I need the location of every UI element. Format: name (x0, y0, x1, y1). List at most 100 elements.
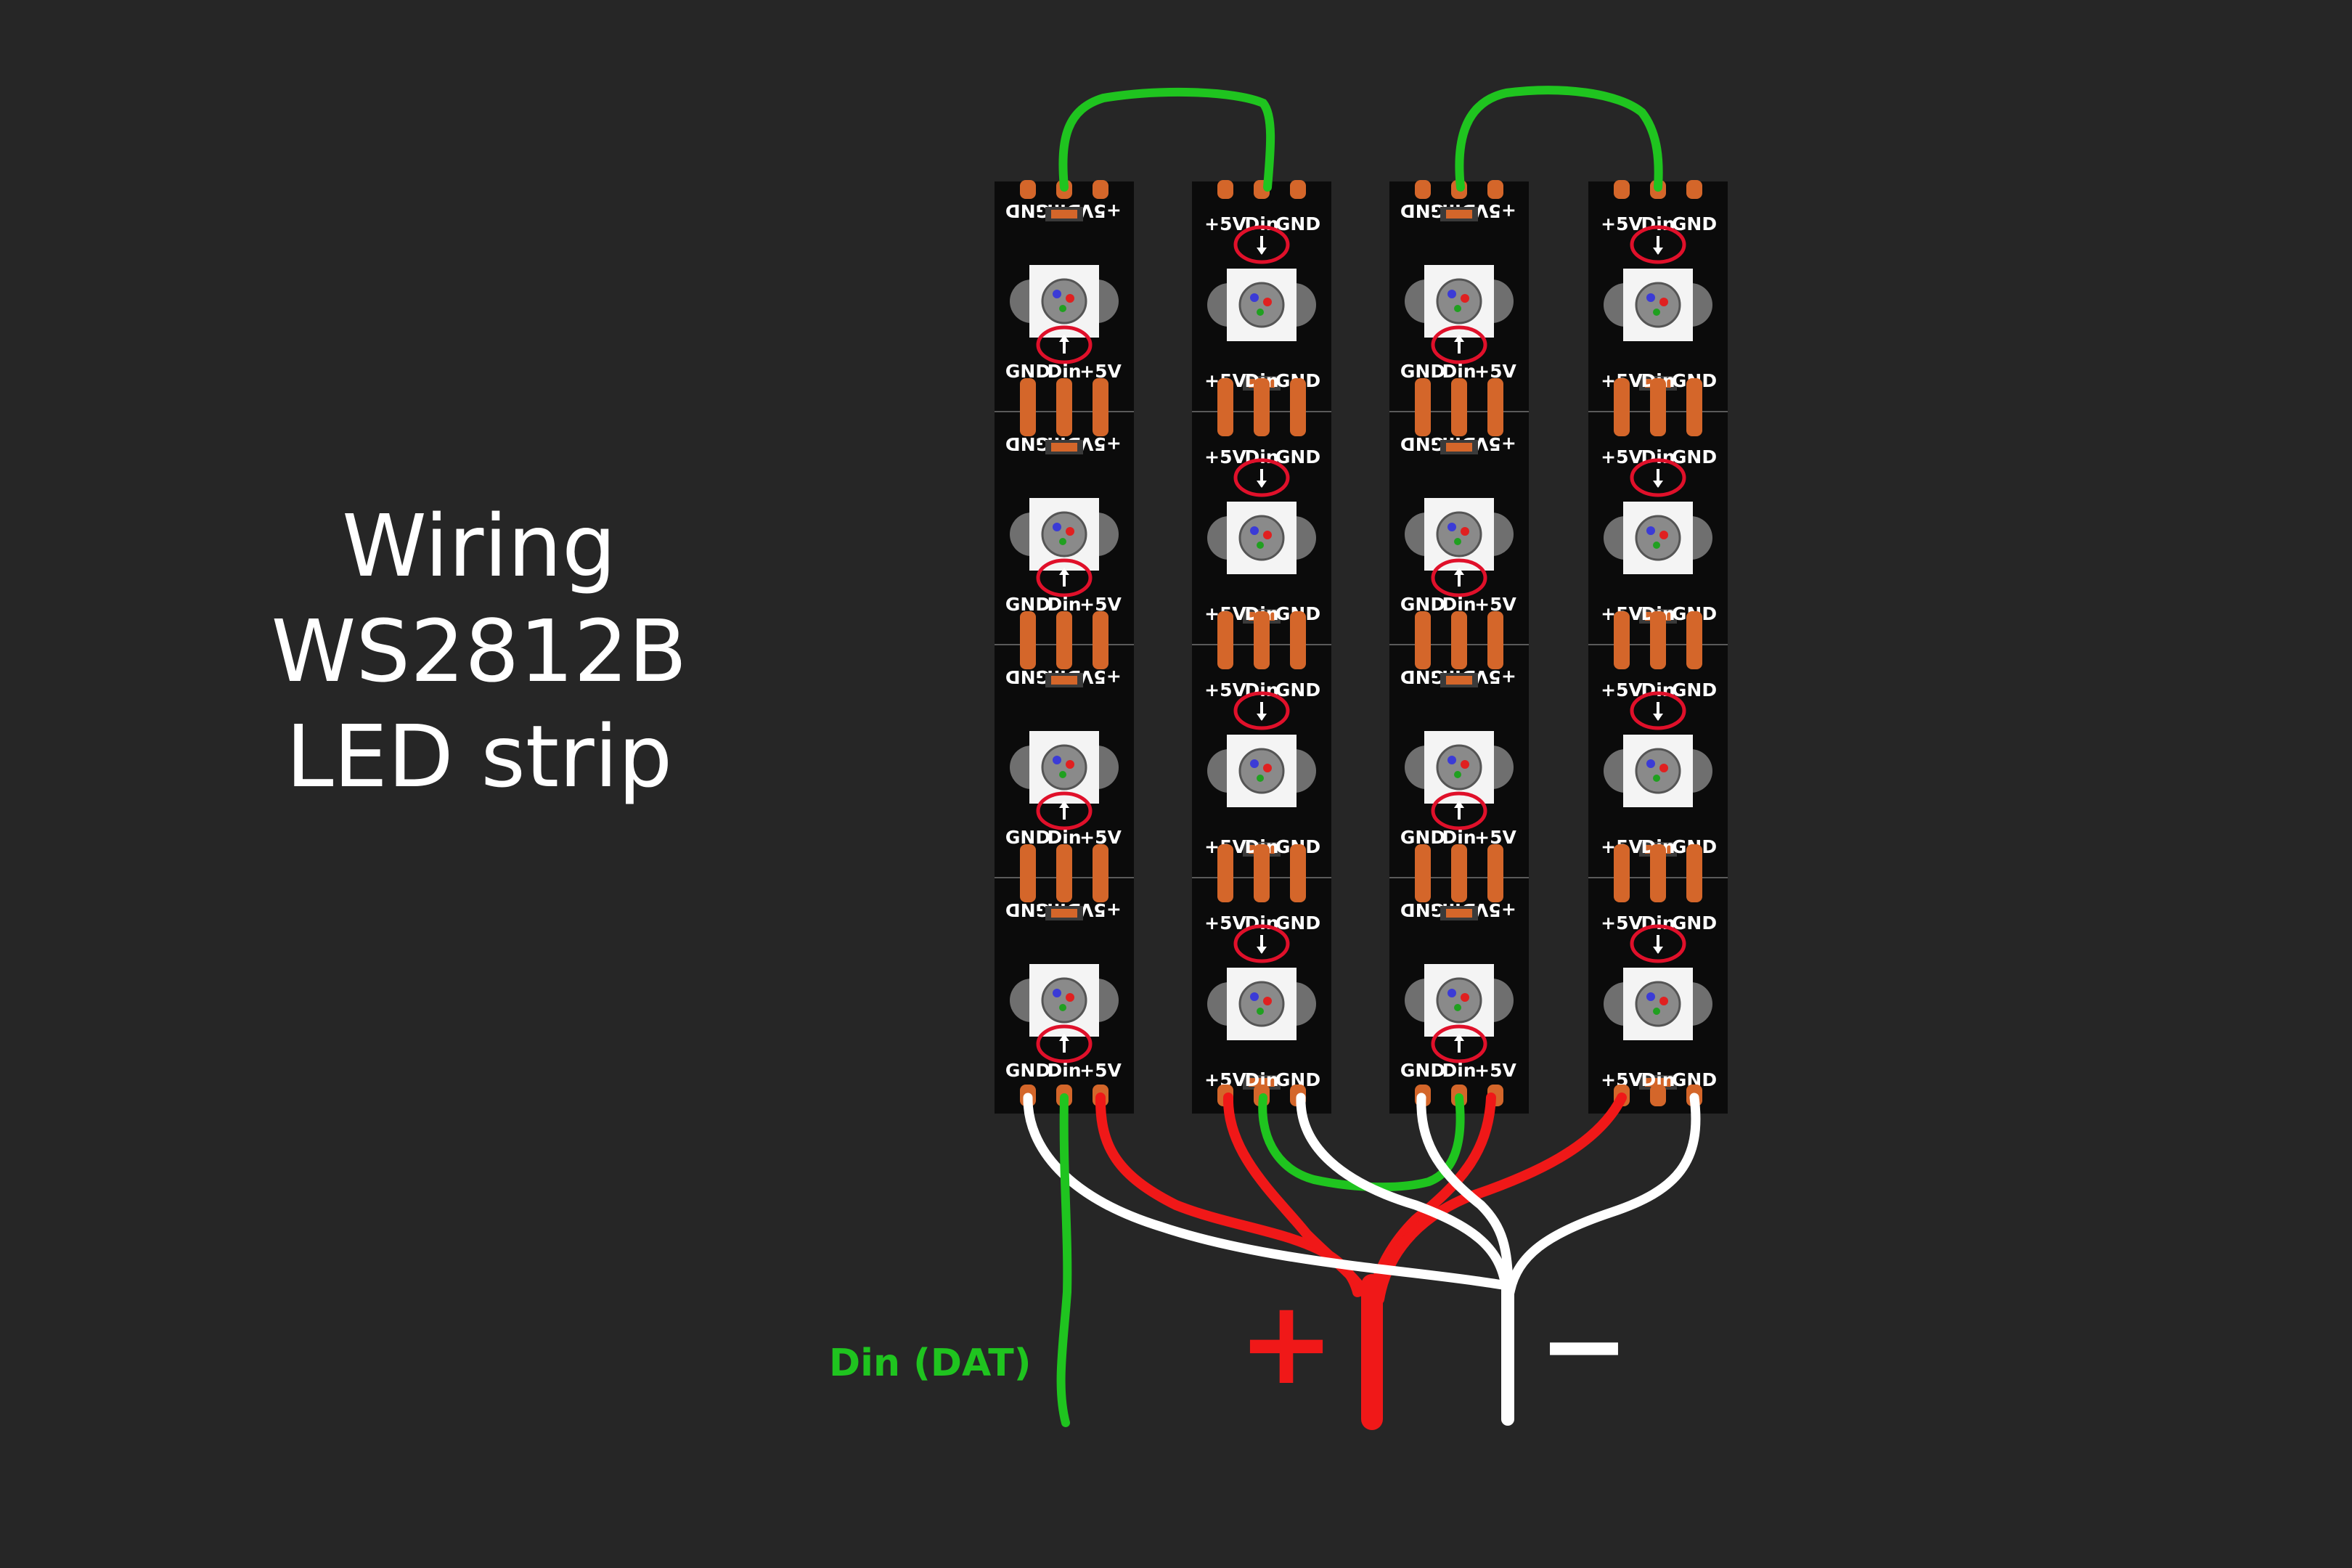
strip-4: +5VDinGND+5VDinGND+5VDinGND+5VDinGND+5VD… (1588, 180, 1728, 1114)
pin-label-gnd: GND (1275, 679, 1320, 701)
direction-marker (1630, 924, 1686, 963)
led-die-green (1653, 309, 1660, 316)
led-die-red (1066, 527, 1074, 536)
direction-arrowhead (1454, 335, 1464, 342)
led-die-red (1066, 294, 1074, 303)
resistor (1051, 443, 1077, 452)
top-pad-1 (1415, 180, 1431, 199)
led-die (1238, 748, 1285, 794)
led-die (1436, 278, 1482, 324)
led-die-green (1059, 538, 1066, 545)
pin-label-vcc: +5V (1204, 679, 1246, 701)
led-die-green (1454, 305, 1461, 312)
direction-arrowhead (1454, 568, 1464, 575)
cut-pad-2 (1056, 844, 1072, 902)
led-die-red (1659, 764, 1668, 772)
led-die (1635, 748, 1681, 794)
direction-marker (1431, 325, 1487, 364)
resistor (1446, 676, 1472, 685)
direction-arrowhead (1059, 568, 1069, 575)
direction-marker (1431, 558, 1487, 597)
pin-label-gnd: GND (1400, 899, 1445, 920)
led-die-green (1653, 775, 1660, 782)
led-die-green (1059, 305, 1066, 312)
led-die-green (1653, 542, 1660, 549)
led-die-green (1454, 538, 1461, 545)
cut-pad-3 (1093, 844, 1108, 902)
led-die-red (1659, 298, 1668, 306)
jumper-wire-3-4 (1455, 86, 1663, 192)
pin-label-din: Din (1047, 1060, 1081, 1081)
cut-pad-2 (1056, 611, 1072, 669)
cut-pad-1 (1415, 611, 1431, 669)
jumper-wire-1-2 (1058, 87, 1275, 192)
negative-label: − (1538, 1283, 1630, 1409)
led-die-red (1461, 294, 1469, 303)
led-die-red (1066, 993, 1074, 1002)
cut-pad-1 (1217, 611, 1233, 669)
cut-pad-3 (1093, 378, 1108, 436)
cut-pad-1 (1415, 378, 1431, 436)
pin-label-vcc: +5V (1079, 666, 1122, 687)
cut-pad-1 (1614, 378, 1630, 436)
pin-label-gnd: GND (1005, 433, 1050, 454)
resistor (1446, 210, 1472, 219)
cut-pad-2 (1254, 611, 1270, 669)
led-die (1238, 981, 1285, 1027)
pin-label-din: Din (1641, 679, 1675, 701)
led-die (1635, 515, 1681, 561)
led-die (1635, 282, 1681, 328)
cut-pad-3 (1487, 844, 1503, 902)
positive-label: + (1238, 1275, 1335, 1410)
led-die (1238, 282, 1285, 328)
pin-label-gnd: GND (1005, 1060, 1050, 1081)
direction-marker (1431, 791, 1487, 830)
pin-label-din: Din (1244, 679, 1278, 701)
ground-wire-strip-2 (1296, 1093, 1511, 1297)
wires (1023, 86, 1701, 1430)
led-die-red (1659, 997, 1668, 1005)
led-die-blue (1250, 992, 1259, 1001)
resistor (1051, 909, 1077, 918)
pin-label-gnd: GND (1672, 912, 1717, 934)
led-die-red (1263, 531, 1272, 539)
resistor (1446, 909, 1472, 918)
ground-wire-strip-1 (1023, 1093, 1508, 1290)
cut-pad-3 (1487, 611, 1503, 669)
title-line-3: LED strip (285, 706, 673, 807)
led-die (1635, 981, 1681, 1027)
pin-label-din: Din (1244, 446, 1278, 467)
cut-pad-3 (1290, 844, 1306, 902)
cut-pad-1 (1217, 844, 1233, 902)
cut-pad-1 (1415, 844, 1431, 902)
led-die-blue (1447, 989, 1456, 997)
pin-label-gnd: GND (1400, 200, 1445, 221)
direction-marker (1036, 791, 1093, 830)
pin-label-vcc: +5V (1204, 213, 1246, 234)
direction-marker (1233, 458, 1290, 497)
cut-pad-3 (1686, 378, 1702, 436)
pin-label-vcc: +5V (1079, 200, 1122, 221)
ground-wires (1023, 1093, 1701, 1426)
pin-label-gnd: GND (1275, 213, 1320, 234)
cut-pad-2 (1650, 378, 1666, 436)
pin-label-gnd: GND (1275, 446, 1320, 467)
pin-label-gnd: GND (1005, 899, 1050, 920)
led-die (1041, 278, 1087, 324)
direction-marker (1233, 924, 1290, 963)
direction-marker (1630, 691, 1686, 730)
pin-label-gnd: GND (1005, 666, 1050, 687)
pin-label-vcc: +5V (1474, 433, 1516, 454)
led-die-green (1257, 1008, 1264, 1015)
title-line-2: WS2812B (271, 601, 687, 701)
data-input-wire (1056, 1093, 1072, 1427)
top-pad-3 (1093, 180, 1108, 199)
cut-pad-2 (1451, 844, 1467, 902)
led-die-red (1263, 298, 1272, 306)
direction-marker (1630, 225, 1686, 264)
top-pad-3 (1487, 180, 1503, 199)
led-die-green (1454, 771, 1461, 778)
positive-wire-strip-3 (1367, 1093, 1496, 1304)
led-die (1041, 744, 1087, 791)
direction-marker (1233, 225, 1290, 264)
